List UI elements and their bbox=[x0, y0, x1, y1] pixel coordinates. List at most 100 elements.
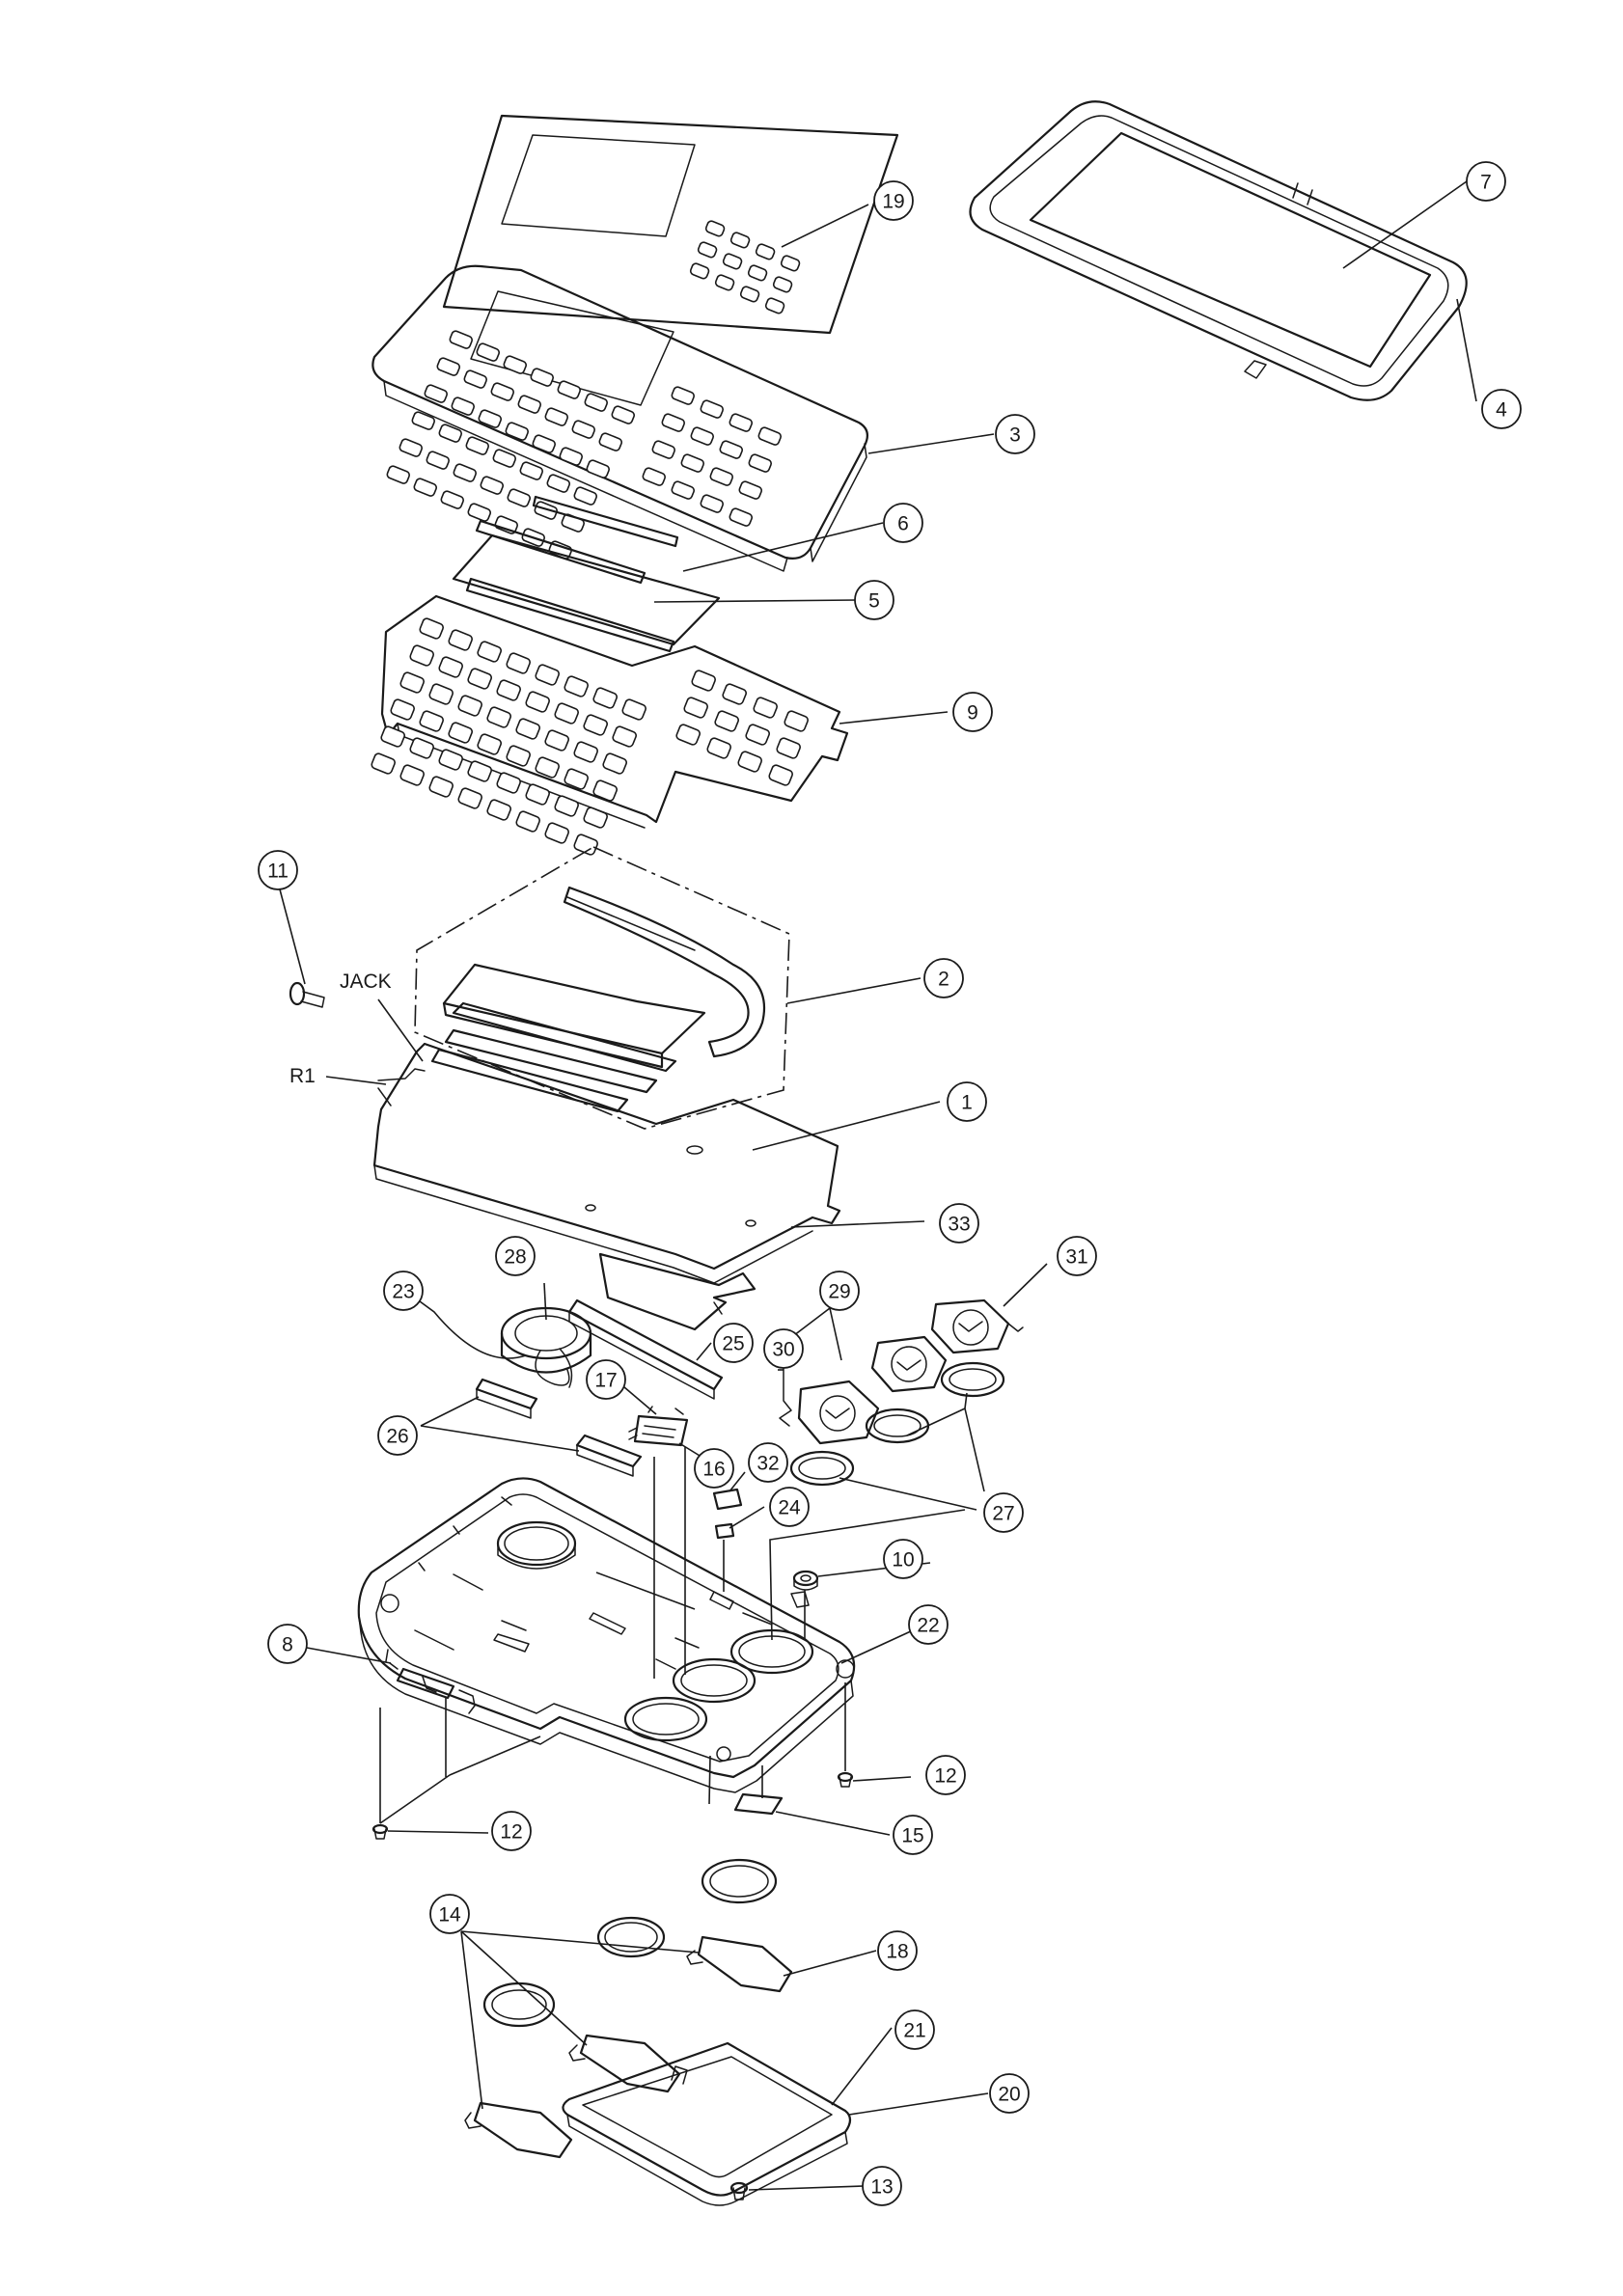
callout-21: 21 bbox=[895, 2010, 934, 2049]
key-hole bbox=[411, 411, 435, 430]
svg-text:7: 7 bbox=[1480, 172, 1492, 194]
callout-30: 30 bbox=[764, 1329, 803, 1368]
key-hole bbox=[507, 488, 531, 507]
part-33-insulation-sheet bbox=[600, 1254, 755, 1329]
rubber-key bbox=[390, 698, 415, 721]
rubber-key bbox=[467, 760, 492, 782]
key-hole bbox=[532, 434, 556, 453]
key-hole bbox=[723, 253, 743, 270]
rubber-key bbox=[428, 683, 454, 705]
key-hole bbox=[480, 476, 504, 495]
rubber-key bbox=[544, 822, 569, 844]
part-30-contact-spring bbox=[780, 1368, 791, 1426]
part-28-speaker bbox=[502, 1308, 591, 1387]
callout-25: 25 bbox=[714, 1324, 753, 1362]
key-hole bbox=[748, 453, 772, 473]
svg-text:19: 19 bbox=[882, 191, 904, 213]
rubber-key bbox=[467, 668, 492, 690]
callout-5: 5 bbox=[855, 581, 894, 619]
svg-text:10: 10 bbox=[892, 1549, 914, 1572]
rubber-key bbox=[477, 733, 502, 755]
callout-17: 17 bbox=[587, 1360, 625, 1399]
key-hole bbox=[571, 420, 595, 439]
part-10-nut bbox=[794, 1572, 817, 1590]
key-hole bbox=[505, 422, 529, 441]
callout-8: 8 bbox=[268, 1625, 307, 1663]
key-hole bbox=[438, 424, 462, 443]
rubber-key bbox=[506, 652, 531, 674]
leader-lines bbox=[280, 181, 1476, 2190]
rubber-key bbox=[776, 737, 801, 759]
rubber-key bbox=[573, 834, 598, 856]
svg-text:33: 33 bbox=[948, 1214, 970, 1236]
callout-2: 2 bbox=[924, 959, 963, 998]
rubber-key bbox=[621, 698, 646, 721]
part-4-cover-frame bbox=[971, 101, 1467, 400]
callout-24: 24 bbox=[770, 1488, 809, 1526]
rubber-key bbox=[428, 776, 454, 798]
rubber-key bbox=[438, 749, 463, 771]
rubber-key bbox=[525, 691, 550, 713]
svg-text:21: 21 bbox=[903, 2020, 925, 2042]
key-hole bbox=[467, 503, 491, 522]
rubber-key bbox=[583, 806, 608, 829]
callout-16: 16 bbox=[695, 1449, 733, 1488]
part-12-screw bbox=[373, 1773, 852, 1839]
callout-10: 10 bbox=[884, 1540, 922, 1578]
rubber-key bbox=[399, 764, 425, 786]
key-hole bbox=[598, 432, 622, 451]
key-hole bbox=[690, 426, 714, 446]
rubber-key bbox=[496, 679, 521, 701]
svg-text:29: 29 bbox=[828, 1281, 850, 1303]
rubber-key bbox=[592, 687, 618, 709]
key-hole bbox=[503, 355, 527, 374]
key-hole bbox=[517, 395, 541, 414]
svg-text:1: 1 bbox=[961, 1092, 973, 1114]
key-hole bbox=[671, 480, 695, 500]
key-hole bbox=[399, 438, 423, 457]
rubber-key bbox=[457, 787, 482, 809]
rubber-key bbox=[602, 752, 627, 775]
key-hole bbox=[490, 382, 514, 401]
part-18-battery-cover bbox=[465, 1937, 791, 2157]
rubber-key bbox=[486, 799, 511, 821]
part-31-battery-contact bbox=[932, 1300, 1023, 1353]
callout-3: 3 bbox=[996, 415, 1034, 453]
jack-label: JACK bbox=[340, 970, 392, 993]
svg-text:5: 5 bbox=[868, 590, 880, 613]
callout-18: 18 bbox=[878, 1931, 917, 1970]
rubber-key bbox=[554, 702, 579, 724]
part-24-pad bbox=[716, 1524, 733, 1538]
callout-33: 33 bbox=[940, 1204, 978, 1243]
rubber-key bbox=[525, 783, 550, 806]
rubber-key bbox=[448, 722, 473, 744]
svg-text:27: 27 bbox=[992, 1503, 1014, 1525]
part-3-top-case bbox=[372, 266, 867, 571]
part-15-label bbox=[735, 1794, 782, 1814]
callout-4: 4 bbox=[1482, 390, 1521, 428]
rubber-key bbox=[409, 644, 434, 667]
key-hole bbox=[680, 453, 704, 473]
key-hole bbox=[757, 426, 782, 446]
rubber-key bbox=[768, 764, 793, 786]
svg-text:23: 23 bbox=[392, 1281, 414, 1303]
part-11-screw bbox=[290, 983, 324, 1007]
part-1-main-pcb bbox=[374, 1044, 839, 1283]
key-hole bbox=[781, 255, 801, 272]
rubber-key bbox=[612, 725, 637, 748]
key-hole bbox=[700, 494, 724, 513]
key-hole bbox=[773, 276, 793, 293]
part-9-rubber-keypad bbox=[371, 596, 847, 856]
rubber-key bbox=[399, 671, 425, 694]
part-17-connector bbox=[629, 1407, 687, 1445]
key-hole bbox=[453, 463, 477, 482]
key-hole bbox=[729, 507, 753, 527]
key-hole bbox=[476, 342, 500, 362]
rubber-key bbox=[486, 706, 511, 728]
key-hole bbox=[413, 478, 437, 497]
callout-22: 22 bbox=[909, 1605, 948, 1644]
callout-32: 32 bbox=[749, 1443, 787, 1482]
key-hole bbox=[661, 413, 685, 432]
rubber-key bbox=[515, 718, 540, 740]
